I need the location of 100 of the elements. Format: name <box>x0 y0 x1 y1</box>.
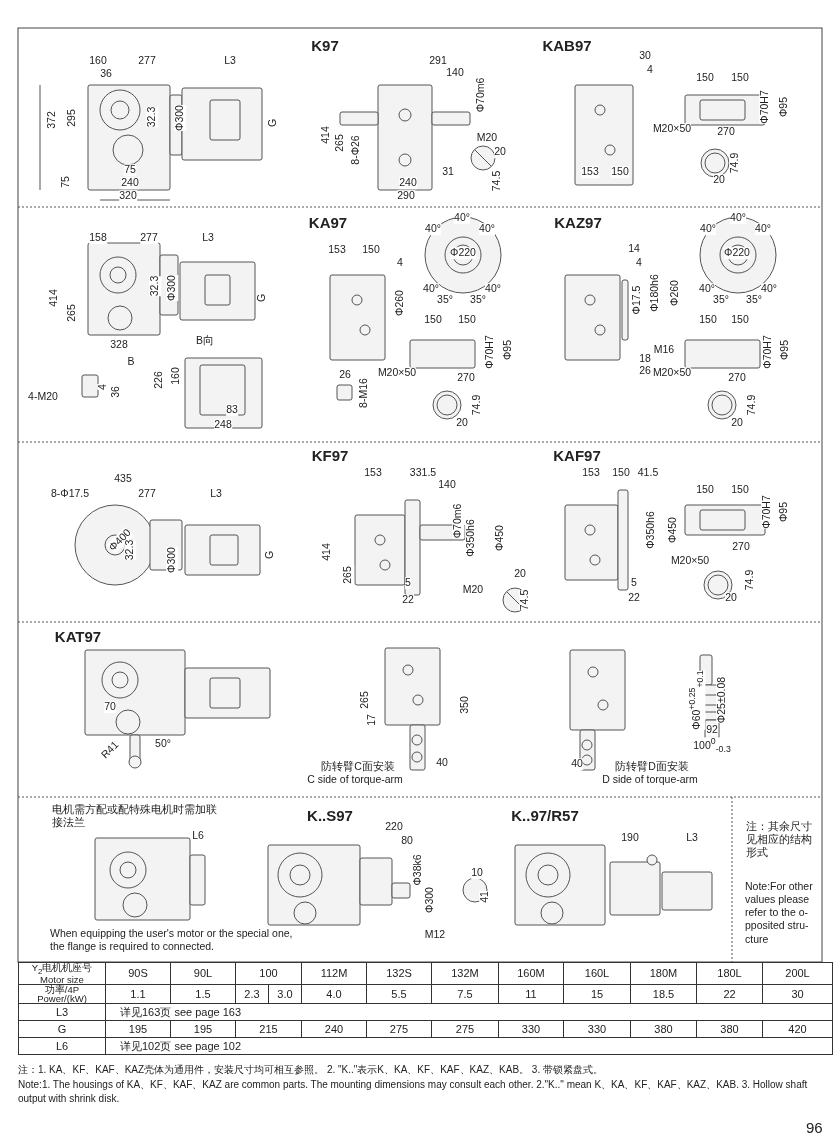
dimension-label: 277 <box>138 488 156 500</box>
table-cell: 160L <box>563 962 631 985</box>
table-cell: 275 <box>431 1020 499 1038</box>
dimension-label: 5 <box>405 577 411 589</box>
note-text: 注：1. KA、KF、KAF、KAZ壳体为通用件，安装尺寸均可相互参照。 2. "K.."表示K、KA、KF、KAF、KAZ、KAB。 3. 带锁紧盘式。 <box>18 1063 604 1077</box>
dimension-label: 20 <box>514 568 526 580</box>
dimension-label: G <box>264 550 276 560</box>
table-cell: 15 <box>563 984 631 1004</box>
dimension-label: 40° <box>423 283 439 295</box>
dimension-label: 153 <box>328 244 346 256</box>
dimension-label: 140 <box>446 67 464 79</box>
table-cell: 112M <box>301 962 367 985</box>
dimension-label: 4 <box>397 257 403 269</box>
dimension-label: Φ17.5 <box>631 285 643 315</box>
dimension-label: 150 <box>611 166 629 178</box>
dimension-label: M20×50 <box>652 367 692 379</box>
table-cell: 11 <box>498 984 564 1004</box>
dimension-label: Φ95 <box>778 96 790 118</box>
dimension-label: 22 <box>402 594 414 606</box>
dimension-label: 153 <box>581 166 599 178</box>
dimension-label: 20 <box>456 417 468 429</box>
dimension-label: 22 <box>628 592 640 604</box>
dimension-label: 277 <box>138 55 156 67</box>
dimension-label: M20 <box>476 132 498 144</box>
dimension-label: 92 <box>706 724 718 736</box>
dimension-label: 150 <box>731 484 749 496</box>
dimension-label: 270 <box>457 372 475 384</box>
dimension-label: 40° <box>425 223 441 235</box>
dimension-label: 41.5 <box>637 467 659 479</box>
table-cell: 1.5 <box>170 984 236 1004</box>
dimension-label: 74.5 <box>491 170 503 192</box>
dimension-label: 80 <box>401 835 413 847</box>
dimension-label: L3 <box>202 232 214 244</box>
dimension-label: M20×50 <box>652 123 692 135</box>
table-cell: 132S <box>366 962 432 985</box>
dimension-label: 153 <box>582 467 600 479</box>
dimension-label: Φ300 <box>174 105 186 131</box>
note-text: When equipping the user's motor or the special one, the flange is required to connected. <box>50 927 294 954</box>
dimension-label: Φ450 <box>494 525 506 551</box>
dimension-label: 50° <box>155 738 171 750</box>
note-text: Note:For other values please refer to the o-pposited stru-cture <box>745 880 814 946</box>
dimension-label: 290 <box>397 190 415 202</box>
dimension-label: 4-M20 <box>28 391 58 403</box>
dimension-label: 265 <box>66 304 78 322</box>
dimension-label: Φ180h6 <box>649 274 661 312</box>
dimension-label: 40° <box>454 212 470 224</box>
dimension-label: 35° <box>437 294 453 306</box>
dimension-label: 75 <box>124 164 136 176</box>
table-cell: 3.0 <box>268 984 302 1004</box>
dimension-label: 4 <box>97 384 109 390</box>
dimension-label: Φ220 <box>724 247 750 259</box>
dimension-label: Φ260 <box>394 290 406 316</box>
note-text: Note:1. The housings of KA、KF、KAF、KAZ are common parts. The mounting dimensions may consult each other. 2."K.." mean K、KA、KF、KAF、KAZ、KAB. 3. Hollow shaft output with shrink disk. <box>18 1078 809 1105</box>
table-cell: 420 <box>762 1020 833 1038</box>
dimension-label: 8-Φ26 <box>350 135 362 165</box>
dimension-label: Φ70H7 <box>761 495 773 529</box>
table-cell: 5.5 <box>366 984 432 1004</box>
dimension-label: Φ300 <box>166 275 178 301</box>
dimension-label: 40° <box>755 223 771 235</box>
dimension-label: L3 <box>686 832 698 844</box>
dimension-label: 277 <box>140 232 158 244</box>
dimension-label: 26 <box>339 369 351 381</box>
dimension-label: 248 <box>214 419 232 431</box>
dimension-label: 20 <box>494 146 506 158</box>
dimension-label: Φ25±0.08 <box>716 676 728 724</box>
dimension-label: 150 <box>731 72 749 84</box>
table-cell: 380 <box>630 1020 697 1038</box>
table-header-cell: G <box>18 1020 106 1038</box>
dimension-label: 435 <box>114 473 132 485</box>
dimension-label: Φ350h6 <box>465 519 477 557</box>
table-cell: 275 <box>366 1020 432 1038</box>
table-header-cell: L6 <box>18 1037 106 1055</box>
dimension-label: 40° <box>699 283 715 295</box>
dimension-label: R41 <box>99 739 121 761</box>
table-cell: 22 <box>696 984 763 1004</box>
dimension-label: 265 <box>342 566 354 584</box>
dimension-label: 防转臂C面安装 <box>321 761 395 773</box>
dimension-label: 74.9 <box>744 569 756 591</box>
dimension-label: L6 <box>192 830 204 842</box>
dimension-label: 150 <box>424 314 442 326</box>
dimension-label: Φ95 <box>502 339 514 361</box>
dimension-label: 414 <box>321 543 333 561</box>
dimension-label: 240 <box>121 177 139 189</box>
dimension-label: 291 <box>429 55 447 67</box>
dimension-label: 150 <box>458 314 476 326</box>
dimension-label: 8-Φ17.5 <box>50 488 90 500</box>
dimension-label: G <box>256 293 268 303</box>
dimension-label: L3 <box>224 55 236 67</box>
dimension-label: 372 <box>46 111 58 129</box>
dimension-label: 18 <box>639 353 651 365</box>
table-header-cell: L3 <box>18 1003 106 1021</box>
table-cell: 详见102页 see page 102 <box>105 1037 833 1055</box>
dimension-label: 160 <box>170 367 182 385</box>
table-header-cell: Y$_{2}$电机机座号 Motor size <box>18 962 106 985</box>
dimension-label: Φ70H7 <box>484 335 496 369</box>
dimension-label: M20 <box>462 584 484 596</box>
table-header-cell: 功率/4P Power/(kW) <box>18 984 106 1004</box>
dimension-label: Φ38k6 <box>412 854 424 886</box>
dimension-label: 40° <box>479 223 495 235</box>
dimension-label: M20×50 <box>670 555 710 567</box>
